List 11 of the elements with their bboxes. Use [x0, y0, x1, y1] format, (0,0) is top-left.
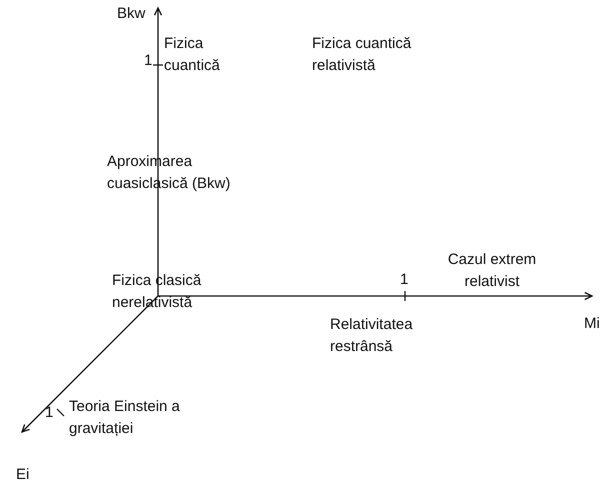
axis-label: Mi	[584, 314, 600, 334]
tick-label: 1	[45, 403, 54, 423]
region-label: Fizica cuantică	[164, 34, 221, 76]
axis-label: Ei	[16, 465, 30, 485]
tick-label: 1	[400, 270, 408, 290]
region-label: Teoria Einstein a gravitației	[69, 397, 181, 439]
region-label: Relativitatea restrânsă	[330, 315, 414, 357]
tick-label: 1	[144, 51, 152, 71]
axis-label: Bkw	[117, 4, 146, 24]
region-label: Cazul extrem relativist	[446, 250, 538, 292]
region-label: Fizica cuantică relativistă	[312, 34, 412, 76]
